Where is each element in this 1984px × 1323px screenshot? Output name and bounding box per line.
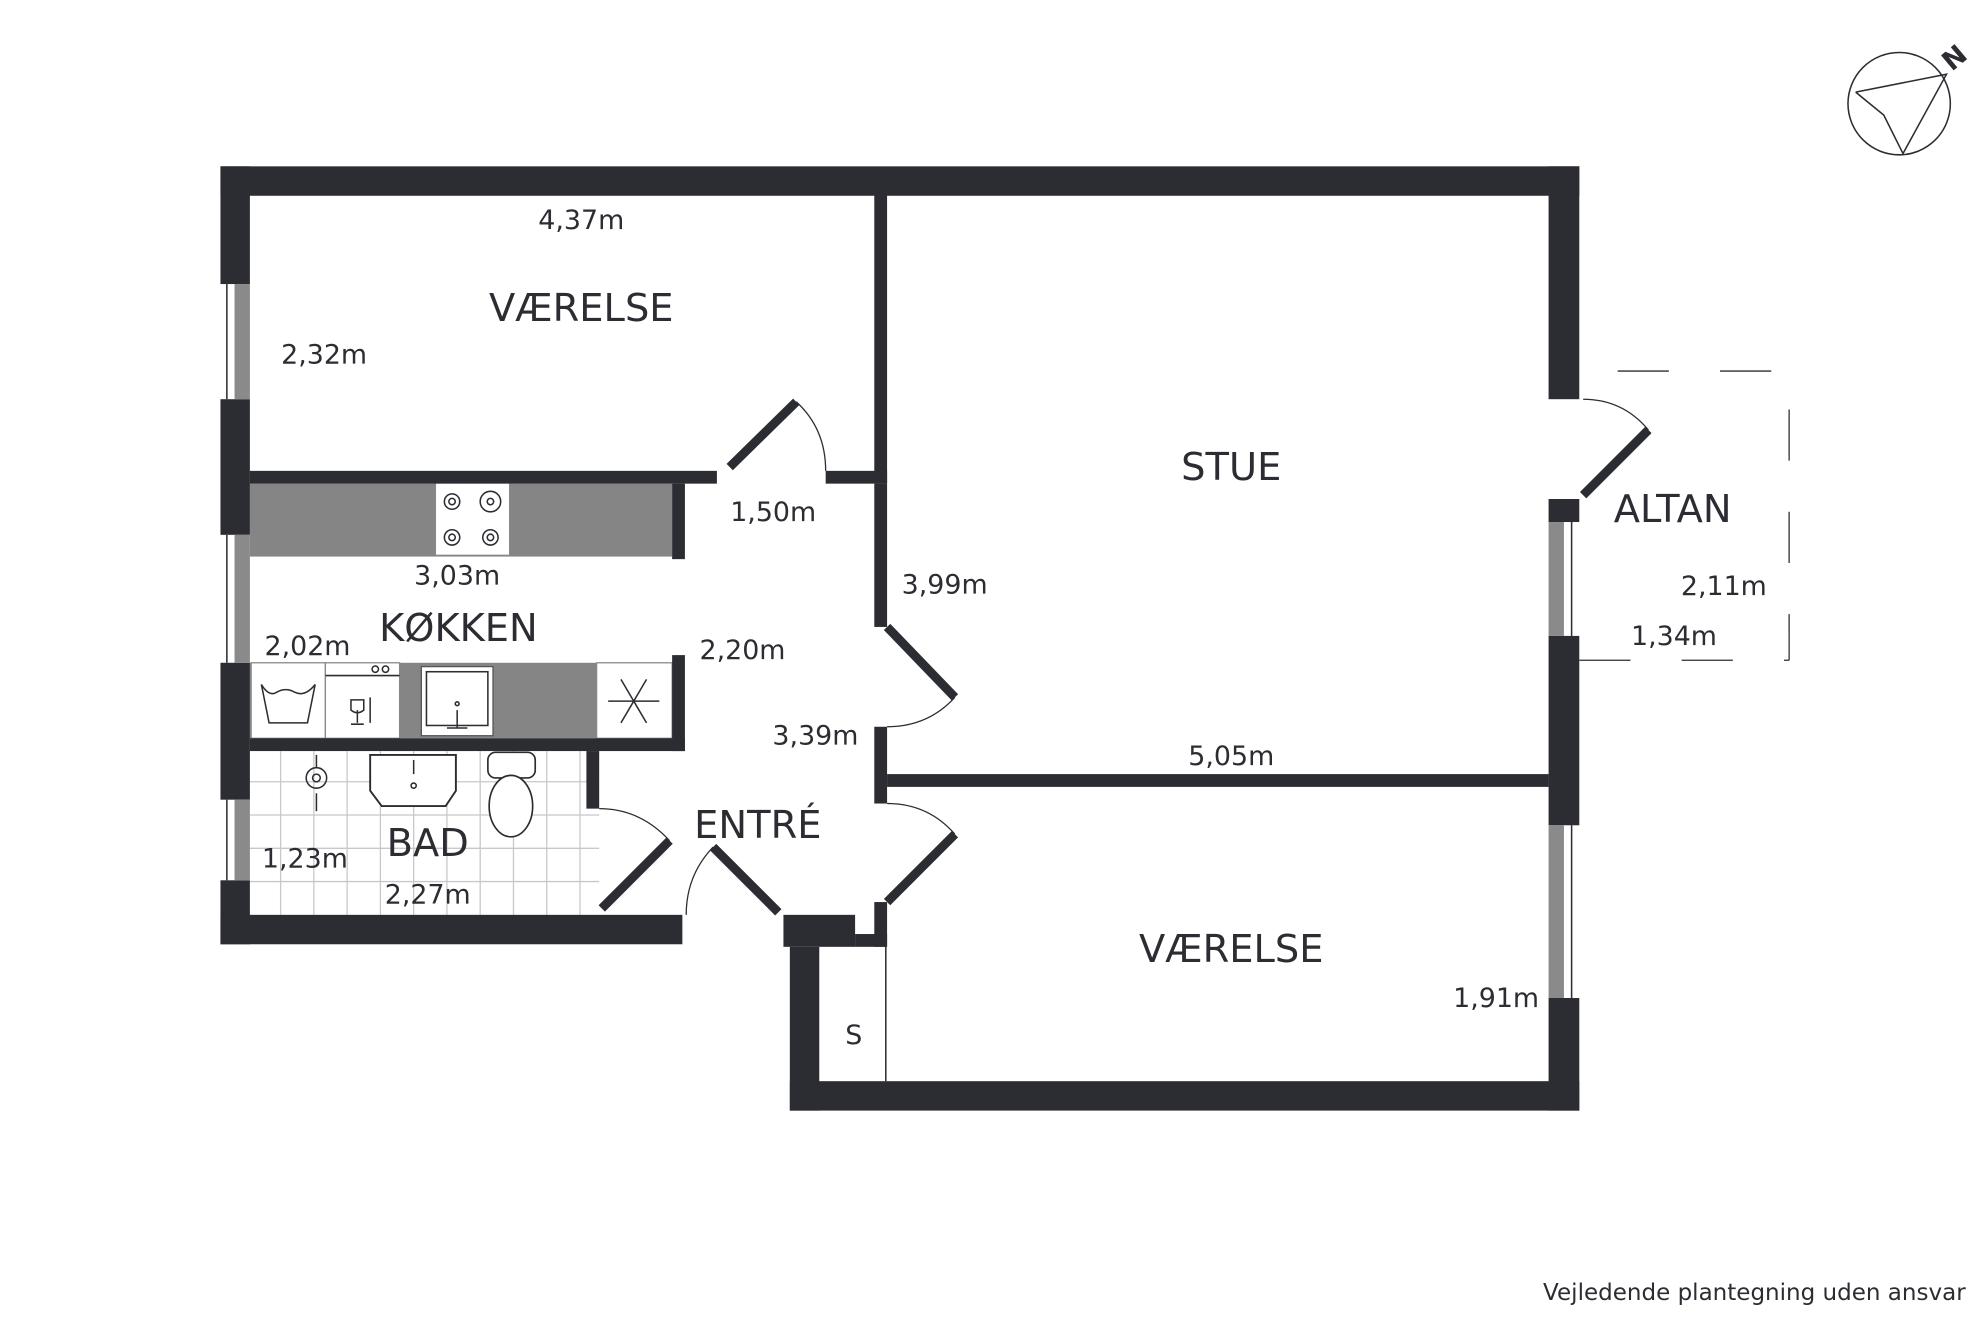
dishwasher-icon [324, 662, 401, 739]
room-label-altan: ALTAN [1614, 487, 1732, 532]
compass-icon: N [1847, 39, 1974, 156]
stove-icon [434, 481, 511, 556]
dimension-label: 2,27m [385, 879, 471, 910]
dimension-label: 2,32m [281, 339, 367, 370]
bathroom-sink-icon [369, 753, 457, 808]
dimension-label: 3,39m [772, 721, 858, 752]
balcony-outline [1579, 370, 1790, 661]
dimension-label: 2,11m [1681, 571, 1767, 602]
dimension-label: 4,37m [538, 205, 624, 236]
dimension-label: 1,34m [1631, 621, 1717, 652]
room-label-entre: ENTRÉ [694, 801, 821, 848]
room-label-vaerelse-bottom: VÆRELSE [1139, 927, 1324, 972]
dimension-label: 1,50m [730, 497, 816, 528]
walls [220, 166, 1580, 1111]
windows [226, 284, 1573, 999]
dimension-label: 5,05m [1188, 741, 1274, 772]
kitchen-sink-icon [420, 665, 494, 737]
room-label-bad: BAD [387, 821, 469, 866]
dimension-label: 2,20m [700, 635, 786, 666]
doors [598, 398, 1652, 916]
room-label-stue: STUE [1181, 445, 1281, 490]
dimension-label: 3,03m [414, 561, 500, 592]
dimension-label: 3,99m [902, 570, 988, 601]
dimension-label: 2,02m [264, 631, 350, 662]
toilet-icon [487, 751, 537, 838]
room-label-koekken: KØKKEN [379, 606, 538, 651]
washing-machine-icon [250, 662, 327, 739]
disclaimer-text: Vejledende plantegning uden ansvar [1543, 1280, 1966, 1306]
shower-icon [305, 754, 328, 812]
dimension-label: 1,91m [1453, 983, 1539, 1014]
room-label-vaerelse-top: VÆRELSE [489, 286, 674, 331]
dimension-label: 1,23m [262, 843, 348, 874]
compass-north-label: N [1936, 39, 1973, 77]
fridge-icon [595, 662, 673, 739]
room-label-storage: S [845, 1020, 862, 1051]
